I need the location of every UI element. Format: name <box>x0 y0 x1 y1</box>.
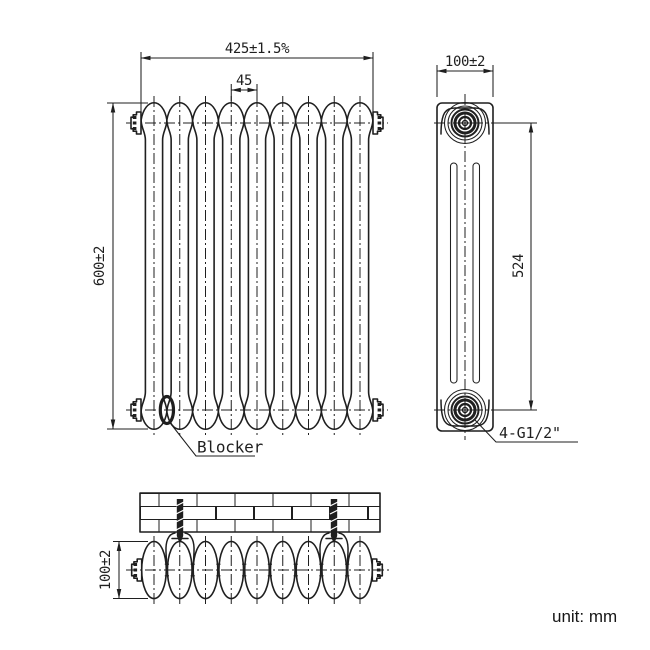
connections-callout: 4-G1/2" <box>474 419 578 443</box>
blocker-leader-line <box>168 421 255 457</box>
installation-depth-dimension: 100±2 <box>98 540 148 600</box>
radiator-plan-body <box>126 535 390 605</box>
front-width-dimension: 425±1.5% <box>140 41 374 112</box>
tapping-centres-dimension: 524 <box>500 122 537 411</box>
end-plug-top-left <box>130 111 142 135</box>
connections-leader-line <box>474 419 578 443</box>
end-plug-bottom-left <box>130 398 142 422</box>
end-plug-bottom-right <box>372 398 384 422</box>
front-view: Blocker 425±1.5% 45 600±2 <box>92 41 388 457</box>
tapping-centres-label: 524 <box>511 254 527 278</box>
blocker-ellipse <box>158 394 176 426</box>
section-hub-lines <box>164 563 350 577</box>
end-plug-top-right <box>372 111 384 135</box>
side-view: 100±2 524 4-G1/2" <box>434 54 578 443</box>
section-pitch-label: 45 <box>236 73 252 89</box>
front-height-dimension: 600±2 <box>92 102 148 430</box>
radiator-front-body <box>126 95 388 437</box>
unit-note: unit: mm <box>552 607 617 626</box>
wall-brick-pattern <box>140 493 380 532</box>
section-pitch-dimension: 45 <box>230 73 258 101</box>
side-slot-right <box>472 162 481 384</box>
side-depth-dimension: 100±2 <box>436 54 494 97</box>
connections-label: 4-G1/2" <box>499 424 561 442</box>
wall-outline <box>139 492 381 533</box>
side-slot-left <box>449 162 458 384</box>
installation-view: 100±2 <box>98 492 390 605</box>
front-height-label: 600±2 <box>92 246 108 286</box>
tapping-top <box>443 101 487 145</box>
side-depth-label: 100±2 <box>445 54 485 70</box>
front-width-label: 425±1.5% <box>225 41 290 57</box>
installation-depth-label: 100±2 <box>98 550 114 590</box>
blocker-label: Blocker <box>197 438 264 457</box>
blocker-callout: Blocker <box>158 394 264 457</box>
